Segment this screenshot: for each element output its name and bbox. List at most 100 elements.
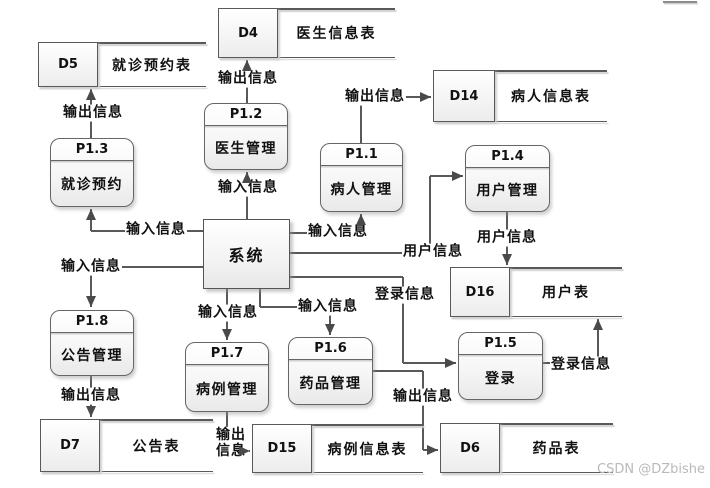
process-name-label: 就诊预约 xyxy=(61,177,123,193)
datastore-name-label: 药品表 xyxy=(532,441,581,457)
flow-line xyxy=(91,266,203,268)
arrowhead-icon xyxy=(427,445,438,455)
process-name-label: 用户管理 xyxy=(476,183,539,199)
arrowhead-icon xyxy=(239,446,250,456)
flow-line xyxy=(360,97,362,143)
datastore-top-line xyxy=(218,8,395,10)
process-name-label: 药品管理 xyxy=(299,375,362,392)
flow-line xyxy=(260,306,330,308)
datastore-id-label: D16 xyxy=(450,267,510,317)
arrowhead-icon xyxy=(452,171,463,181)
datastore-name-label: 就诊预约表 xyxy=(112,57,192,74)
flow-line xyxy=(259,289,261,307)
datastore-id-label: D7 xyxy=(40,419,100,472)
flow-label: 输入信息 xyxy=(307,223,369,241)
arrowhead-icon xyxy=(593,319,603,330)
process-name-label: 病人管理 xyxy=(330,182,393,198)
datastore-top-line xyxy=(450,267,622,269)
arrowhead-icon xyxy=(86,209,96,220)
flow-label: 用户信息 xyxy=(402,243,464,261)
datastore-top-line xyxy=(40,419,213,421)
datastore-id-label: D4 xyxy=(218,8,278,58)
arrowhead-icon xyxy=(86,296,96,307)
datastore-bottom-line xyxy=(440,471,613,473)
process-id-label: P1.6 xyxy=(289,338,372,360)
arrowhead-icon xyxy=(325,324,335,335)
process-id-label: P1.4 xyxy=(466,146,549,168)
flow-line xyxy=(290,276,403,278)
flow-label: 输出信息 xyxy=(62,104,124,122)
flow-label: 输出信息 xyxy=(213,426,249,460)
datastore-id-label: D5 xyxy=(38,42,98,87)
flow-line xyxy=(430,175,463,177)
flow-label: 输出信息 xyxy=(217,70,279,88)
datastore-bottom-line xyxy=(252,471,423,473)
flow-label: 输入信息 xyxy=(60,258,122,276)
datastore-id-label: D14 xyxy=(433,70,495,122)
arrowhead-icon xyxy=(356,214,366,225)
datastore-d15: D15 病例信息表 xyxy=(252,424,423,473)
datastore-name-label: 病例信息表 xyxy=(327,441,408,458)
process-id-label: P1.8 xyxy=(51,311,133,333)
datastore-d14: D14 病人信息表 xyxy=(433,70,607,122)
process-node-p1-6: P1.6 药品管理 xyxy=(288,337,373,405)
datastore-name-label: 病人信息表 xyxy=(511,89,591,105)
flow-label: 输入信息 xyxy=(297,298,359,316)
datastore-top-line xyxy=(433,70,607,72)
flow-line xyxy=(403,362,456,364)
datastore-name-label: 公告表 xyxy=(132,438,181,455)
flow-line xyxy=(597,319,599,363)
process-name-label: 医生管理 xyxy=(215,141,277,157)
flow-label: 输入信息 xyxy=(125,221,187,239)
system-node: 系统 xyxy=(203,219,290,289)
datastore-id-label: D6 xyxy=(440,423,500,473)
datastore-id-label: D15 xyxy=(252,424,312,473)
flow-line xyxy=(329,307,331,335)
flow-label: 输入信息 xyxy=(217,179,279,197)
flow-label: 输出信息 xyxy=(60,387,122,405)
arrowhead-icon xyxy=(242,172,252,183)
datastore-name-label: 医生信息表 xyxy=(296,26,377,42)
process-id-label: P1.1 xyxy=(321,144,402,166)
process-id-label: P1.2 xyxy=(205,104,287,126)
process-id-label: P1.7 xyxy=(186,343,268,365)
csdn-watermark: CSDN @DZbishe xyxy=(597,462,705,477)
process-name-label: 病例管理 xyxy=(196,381,258,398)
datastore-d5: D5 就诊预约表 xyxy=(38,42,206,87)
arrowhead-icon xyxy=(420,92,431,102)
process-name-label: 登录 xyxy=(485,370,516,387)
datastore-d7: D7 公告表 xyxy=(40,419,213,472)
clipped-line-artifact xyxy=(663,1,697,3)
process-node-p1-5: P1.5 登录 xyxy=(458,332,543,400)
datastore-bottom-line xyxy=(218,56,395,58)
process-node-p1-1: P1.1 病人管理 xyxy=(320,143,403,212)
datastore-d4: D4 医生信息表 xyxy=(218,8,395,58)
process-id-label: P1.5 xyxy=(459,333,542,355)
datastore-top-line xyxy=(38,42,206,44)
datastore-bottom-line xyxy=(38,85,206,87)
arrowhead-icon xyxy=(242,60,252,71)
arrowhead-icon xyxy=(86,89,96,100)
datastore-bottom-line xyxy=(40,470,213,472)
arrowhead-icon xyxy=(222,329,232,340)
flow-label: 用户信息 xyxy=(476,229,538,247)
flow-label: 输入信息 xyxy=(197,304,259,322)
flow-label: 输出信息 xyxy=(392,388,454,406)
flow-label: 输出信息 xyxy=(344,88,406,106)
datastore-top-line xyxy=(252,424,423,426)
flow-line xyxy=(290,252,430,254)
datastore-d6: D6 药品表 xyxy=(440,423,613,473)
flow-line xyxy=(90,209,92,231)
process-node-p1-8: P1.8 公告管理 xyxy=(50,310,134,376)
arrowhead-icon xyxy=(86,406,96,417)
datastore-bottom-line xyxy=(450,315,622,317)
flow-line xyxy=(90,267,92,307)
process-node-p1-4: P1.4 用户管理 xyxy=(465,145,550,212)
process-name-label: 公告管理 xyxy=(61,347,123,364)
arrowhead-icon xyxy=(502,254,512,265)
flow-line xyxy=(429,176,431,253)
flow-line xyxy=(402,277,404,363)
